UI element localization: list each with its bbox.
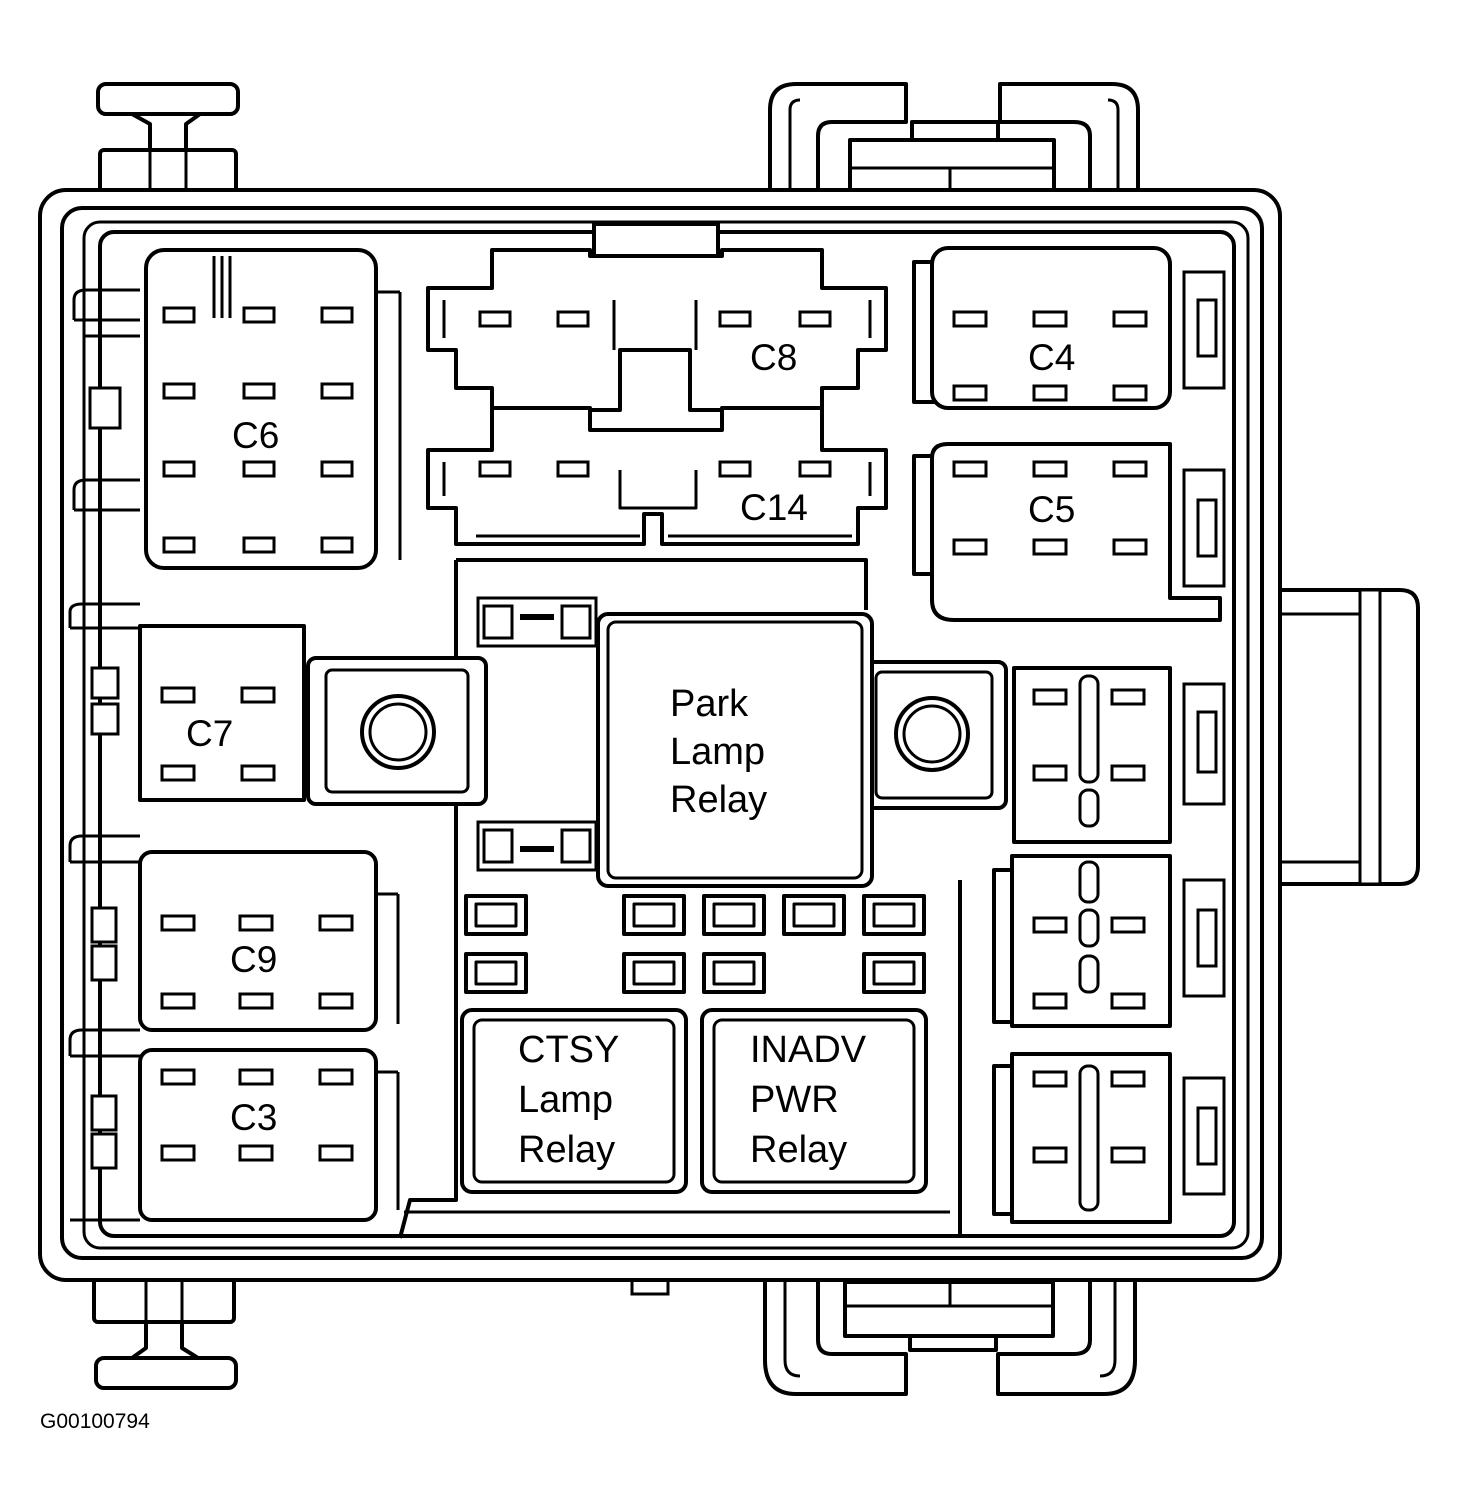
connector-right-middle[interactable] [992, 854, 1172, 1028]
figure-code: G00100794 [40, 1410, 150, 1433]
connector-label-c4: C4 [1028, 337, 1075, 378]
stud-left [306, 656, 488, 806]
inadv-relay-line-3: Relay [750, 1129, 847, 1171]
mount-foot-bottom-left [92, 1276, 238, 1390]
ctsy-relay-line-3: Relay [518, 1129, 615, 1171]
park-relay-line-2: Lamp [670, 731, 765, 773]
ctsy-relay-line-2: Lamp [518, 1079, 613, 1121]
ctsy-relay-line-1: CTSY [518, 1029, 619, 1071]
connector-c9[interactable]: C9 [138, 850, 400, 1032]
clip-bottom [630, 1253, 1137, 1396]
connector-c5[interactable]: C5 [912, 442, 1222, 622]
connector-label-c7: C7 [186, 713, 233, 754]
inadv-pwr-relay[interactable]: INADV PWR Relay [700, 1008, 928, 1194]
stud-right [864, 660, 1008, 810]
connector-right-lower[interactable] [992, 1052, 1172, 1224]
ctsy-lamp-relay[interactable]: CTSY Lamp Relay [460, 1008, 688, 1194]
connector-label-c3: C3 [230, 1097, 277, 1138]
mount-foot-top-left [96, 82, 240, 194]
terminal-pins-c6 [162, 306, 354, 554]
connector-label-c9: C9 [230, 939, 277, 980]
park-lamp-relay[interactable]: Park Lamp Relay [596, 612, 874, 888]
relay-area-outline [398, 558, 962, 1239]
connector-label-c14: C14 [740, 487, 808, 528]
connector-c8[interactable]: C8 [426, 222, 888, 412]
left-latches [68, 288, 140, 1222]
connector-c4[interactable]: C4 [912, 246, 1172, 410]
inadv-relay-line-2: PWR [750, 1079, 839, 1121]
connector-right-upper[interactable] [1012, 666, 1172, 844]
connector-c7[interactable]: C7 [138, 624, 306, 802]
clip-top [768, 82, 1140, 220]
connector-label-c5: C5 [1028, 489, 1075, 530]
fuse-cavities [464, 894, 926, 994]
connector-c3[interactable]: C3 [138, 1048, 400, 1222]
mini-fuse-clips [476, 596, 598, 872]
connector-c14[interactable]: C14 [426, 406, 888, 546]
connector-c6[interactable]: C6 [144, 248, 402, 570]
connector-label-c6: C6 [232, 415, 279, 456]
park-relay-line-3: Relay [670, 779, 767, 821]
connector-label-c8: C8 [750, 337, 797, 378]
inadv-relay-line-1: INADV [750, 1029, 867, 1071]
right-latches [1182, 270, 1226, 1196]
park-relay-line-1: Park [670, 683, 749, 725]
clip-right [1258, 588, 1420, 886]
